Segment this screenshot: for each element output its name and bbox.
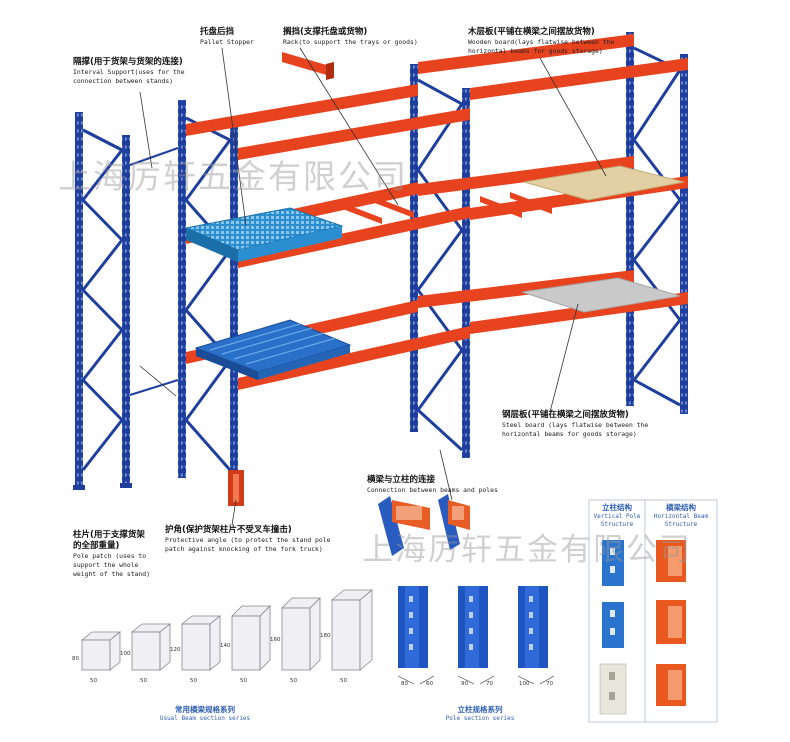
svg-text:50: 50 bbox=[190, 678, 197, 684]
label-pole-patch: 柱片(用于支撑货架的全部重量) Pole patch (uses to supp… bbox=[73, 530, 153, 579]
svg-text:180: 180 bbox=[320, 633, 331, 639]
caption-en: Usual Beam section series bbox=[159, 715, 251, 722]
pole-patch-frame bbox=[73, 112, 132, 490]
label-en: Pallet Stopper bbox=[200, 38, 254, 46]
pole-section-item bbox=[398, 586, 428, 668]
label-cn: 隔撑(用于货架与货架的连接) bbox=[73, 57, 183, 67]
caption-en: Horizontal Beam Structure bbox=[653, 513, 709, 528]
label-wooden-board: 木层板(平铺在横梁之间摆放货物) Wooden board(lays flatw… bbox=[468, 27, 618, 56]
pole-dim-b: 70 bbox=[546, 681, 553, 687]
steel-pallet-lower bbox=[194, 319, 352, 380]
label-en: Protective angle (to protect the stand p… bbox=[165, 536, 331, 553]
label-steel-board: 钢层板(平铺在横梁之间摆放货物) Steel board (lays flatw… bbox=[502, 410, 652, 439]
label-en: Steel board (lays flatwise between the h… bbox=[502, 421, 649, 438]
beam-dimensions: 80 50 100 50 120 50 140 50 160 50 180 50 bbox=[72, 633, 347, 684]
label-cn: 搁挡(支撑托盘或货物) bbox=[283, 27, 368, 37]
svg-text:50: 50 bbox=[240, 678, 247, 684]
connection-detail bbox=[378, 494, 470, 556]
label-pallet-stopper: 托盘后挡 Pallet Stopper bbox=[200, 27, 254, 47]
pole-section-item bbox=[518, 586, 548, 668]
wooden-board bbox=[523, 165, 685, 201]
steel-board bbox=[521, 277, 681, 313]
label-cn: 护角(保护货架柱片不受叉车撞击) bbox=[165, 525, 292, 535]
horizontal-structure-caption: 横梁结构 Horizontal Beam Structure bbox=[646, 503, 716, 529]
label-rack: 搁挡(支撑托盘或货物) Rack(to support the trays or… bbox=[283, 27, 418, 47]
caption-en: Pole section series bbox=[445, 715, 515, 722]
caption-cn: 立柱规格系列 bbox=[457, 705, 503, 714]
svg-text:80: 80 bbox=[72, 656, 79, 662]
structure-panel bbox=[588, 499, 718, 723]
label-en: Wooden board(lays flatwise between the h… bbox=[468, 38, 615, 55]
watermark-top: 上海厉轩五金有限公司 bbox=[58, 157, 408, 196]
label-connection: 横梁与立柱的连接 Connection between beams and po… bbox=[367, 475, 498, 495]
label-en: Pole patch (uses to support the whole we… bbox=[73, 552, 150, 578]
watermark-bottom: 上海厉轩五金有限公司 bbox=[362, 532, 692, 568]
pole-dim-a: 100 bbox=[519, 681, 530, 687]
beam-section-item bbox=[330, 589, 374, 671]
beam-section-item bbox=[180, 615, 222, 671]
svg-text:50: 50 bbox=[140, 678, 147, 684]
beam-section-series bbox=[80, 589, 374, 671]
caption-cn: 横梁结构 bbox=[666, 503, 696, 512]
label-en: Interval Support(uses for the connection… bbox=[73, 68, 185, 85]
caption-cn: 常用横梁规格系列 bbox=[175, 705, 235, 714]
pallet-stopper bbox=[282, 52, 334, 80]
pole-dim-b: 60 bbox=[426, 681, 433, 687]
caption-cn: 立柱结构 bbox=[602, 503, 632, 512]
interval-support-bars bbox=[129, 147, 179, 396]
pole-dim-a: 90 bbox=[461, 681, 468, 687]
pole-section-item bbox=[458, 586, 488, 668]
label-cn: 钢层板(平铺在横梁之间摆放货物) bbox=[502, 410, 629, 420]
leader-lines bbox=[139, 47, 607, 526]
beam-section-item bbox=[80, 631, 122, 671]
beam-section-item bbox=[130, 623, 172, 671]
beam-section-item bbox=[281, 597, 321, 671]
beam-series-caption: 常用横梁规格系列 Usual Beam section series bbox=[150, 705, 260, 723]
label-cn: 托盘后挡 bbox=[200, 27, 235, 37]
pole-dim-a: 80 bbox=[401, 681, 408, 687]
svg-text:50: 50 bbox=[290, 678, 297, 684]
rack-uprights bbox=[178, 32, 688, 506]
vertical-structure-caption: 立柱结构 Vertical Pole Structure bbox=[590, 503, 644, 529]
svg-text:120: 120 bbox=[170, 647, 181, 653]
svg-text:160: 160 bbox=[270, 637, 281, 643]
pole-series-caption: 立柱规格系列 Pole section series bbox=[430, 705, 530, 723]
label-cn: 横梁与立柱的连接 bbox=[367, 475, 436, 485]
label-protective-angle: 护角(保护货架柱片不受叉车撞击) Protective angle (to pr… bbox=[165, 525, 345, 554]
plastic-pallet-upper bbox=[184, 207, 344, 262]
pole-dim-b: 70 bbox=[486, 681, 493, 687]
label-en: Connection between beams and poles bbox=[367, 486, 498, 494]
label-cn: 木层板(平铺在横梁之间摆放货物) bbox=[468, 27, 595, 37]
pole-section-series: 80 60 90 70 100 70 bbox=[397, 586, 555, 687]
svg-text:100: 100 bbox=[120, 651, 131, 657]
caption-en: Vertical Pole Structure bbox=[593, 513, 641, 528]
svg-text:50: 50 bbox=[340, 678, 347, 684]
label-cn: 柱片(用于支撑货架的全部重量) bbox=[73, 530, 145, 551]
label-interval-support: 隔撑(用于货架与货架的连接) Interval Support(uses for… bbox=[73, 57, 185, 86]
svg-text:50: 50 bbox=[90, 678, 97, 684]
svg-text:140: 140 bbox=[220, 643, 231, 649]
beam-section-item bbox=[231, 605, 271, 671]
label-en: Rack(to support the trays or goods) bbox=[283, 38, 418, 46]
